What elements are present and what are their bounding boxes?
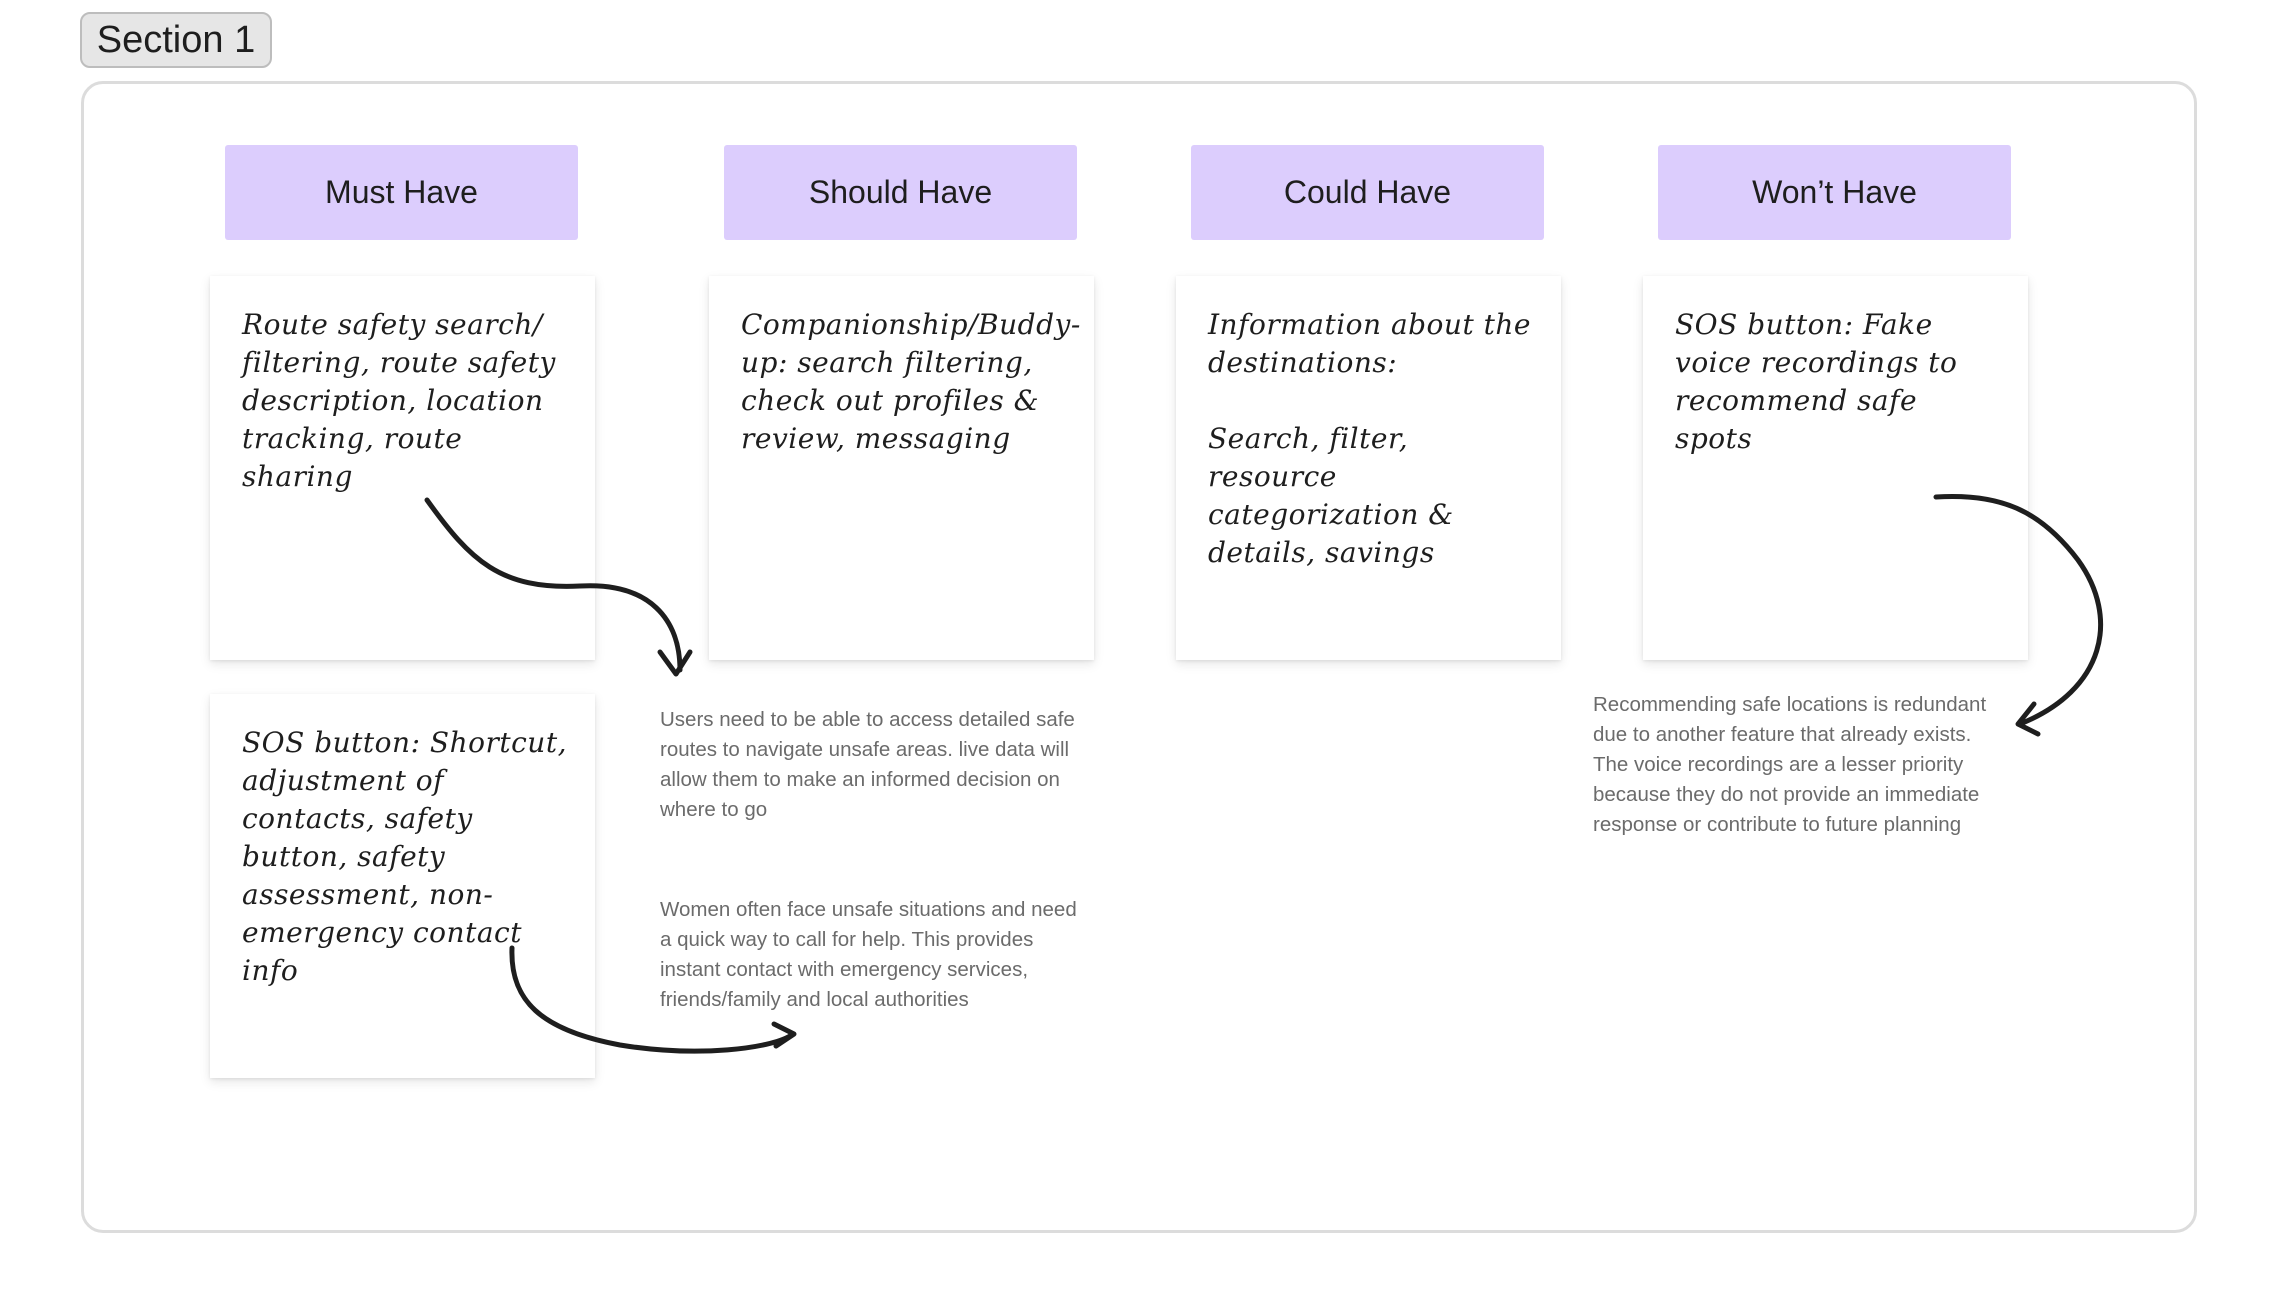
section-label[interactable]: Section 1 <box>80 12 272 68</box>
note-sos-rationale[interactable]: Women often face unsafe situations and n… <box>660 898 1077 1011</box>
sticky-wont-have[interactable]: SOS button: Fake voice recordings to rec… <box>1643 276 2028 660</box>
note-route-rationale[interactable]: Users need to be able to access detailed… <box>660 708 1075 821</box>
sticky-text: Information about the destinations: Sear… <box>1208 308 1531 569</box>
header-must-have[interactable]: Must Have <box>225 145 578 240</box>
sticky-should-have[interactable]: Companionship/Buddy- up: search filterin… <box>709 276 1094 660</box>
sticky-must-have-route[interactable]: Route safety search/ filtering, route sa… <box>210 276 595 660</box>
sticky-text: SOS button: Fake voice recordings to rec… <box>1675 308 1958 455</box>
header-could-have[interactable]: Could Have <box>1191 145 1544 240</box>
note-wont-rationale[interactable]: Recommending safe locations is redundant… <box>1593 693 1987 836</box>
sticky-text: Route safety search/ filtering, route sa… <box>242 308 556 493</box>
header-should-have[interactable]: Should Have <box>724 145 1077 240</box>
sticky-could-have[interactable]: Information about the destinations: Sear… <box>1176 276 1561 660</box>
sticky-text: SOS button: Shortcut, adjustment of cont… <box>242 726 567 987</box>
sticky-must-have-sos[interactable]: SOS button: Shortcut, adjustment of cont… <box>210 694 595 1078</box>
header-wont-have[interactable]: Won’t Have <box>1658 145 2011 240</box>
sticky-text: Companionship/Buddy- up: search filterin… <box>741 308 1081 455</box>
